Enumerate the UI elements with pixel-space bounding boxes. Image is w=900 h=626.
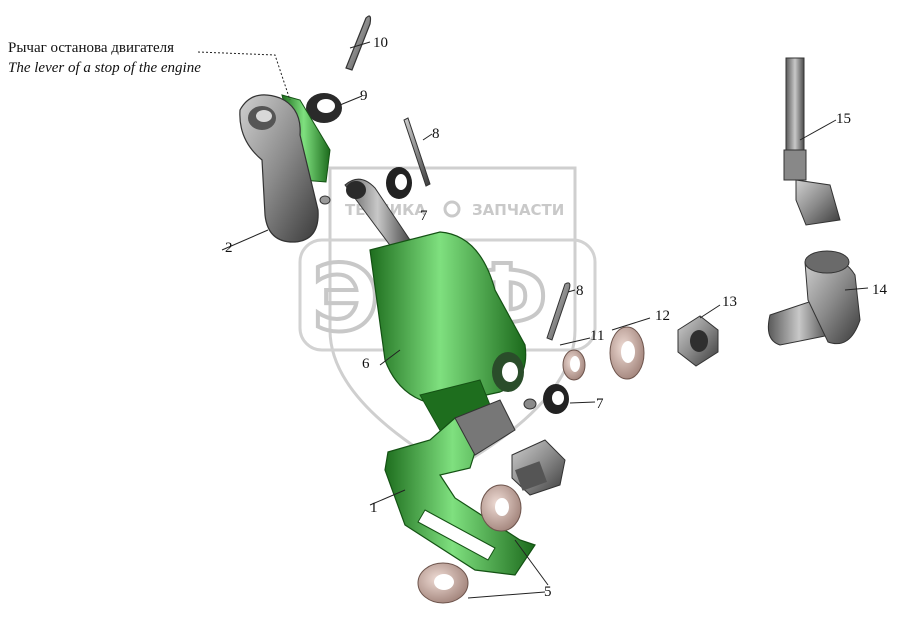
callout-5: 5	[544, 584, 552, 600]
callout-7-top: 7	[420, 208, 428, 224]
callout-2: 2	[225, 240, 233, 256]
part-13-nut	[677, 315, 719, 367]
part-6-cylinder	[344, 178, 527, 449]
part-5-washers	[417, 484, 522, 604]
caption-english: The lever of a stop of the engine	[8, 60, 201, 76]
callout-15: 15	[836, 111, 851, 127]
gear-icon	[443, 200, 461, 218]
part-15-pipe-nut	[783, 57, 841, 226]
callout-1: 1	[370, 500, 378, 516]
caption-russian: Рычаг останова двигателя	[8, 40, 175, 56]
part-12-washer	[609, 326, 645, 380]
part-9-washer	[306, 93, 342, 123]
part-7-washer-top	[386, 167, 412, 199]
callout-8-right: 8	[576, 283, 584, 299]
callout-6: 6	[362, 356, 370, 372]
callout-numbers: 10 9 8 7 2 8 11 12 13 14 15 6 7 1 5	[225, 35, 888, 600]
callout-14: 14	[872, 282, 888, 298]
part-8-cotter-pin-top	[403, 117, 431, 187]
callout-10: 10	[373, 35, 388, 51]
callout-11: 11	[590, 328, 604, 344]
watermark-text-right: ЗАПЧАСТИ	[472, 201, 564, 219]
part-5-bolt	[511, 439, 566, 496]
part-8-cotter-pin-right	[546, 282, 571, 341]
callout-13: 13	[722, 294, 737, 310]
leader-lines	[197, 41, 869, 599]
callout-8-top: 8	[432, 126, 440, 142]
part-2-lever	[239, 94, 331, 243]
callout-7-bottom: 7	[596, 396, 604, 412]
callout-9: 9	[360, 88, 368, 104]
part-14-elbow-fitting	[767, 250, 861, 346]
part-1-bracket	[384, 399, 536, 576]
callout-12: 12	[655, 308, 670, 324]
part-7-washer-bottom	[523, 384, 569, 414]
part-10-cotter-pin	[345, 15, 372, 71]
part-11-washer	[562, 349, 586, 381]
